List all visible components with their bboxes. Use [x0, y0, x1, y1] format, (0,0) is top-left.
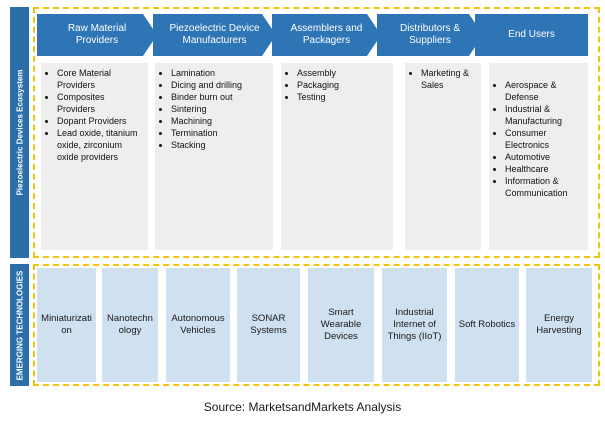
list-item: Industrial & Manufacturing: [505, 103, 584, 127]
stage-box-end-users: Aerospace & Defense Industrial & Manufac…: [489, 63, 588, 250]
stage-box-distributors: Marketing & Sales: [405, 63, 481, 250]
stage-box-device-manufacturers: Lamination Dicing and drilling Binder bu…: [155, 63, 273, 250]
tech-soft-robotics: Soft Robotics: [455, 268, 519, 382]
list-item: Sintering: [171, 103, 269, 115]
tech-nanotechnology: Nanotechnology: [102, 268, 158, 382]
tech-miniaturization: Miniaturization: [37, 268, 96, 382]
tech-smart-wearable-devices: Smart Wearable Devices: [308, 268, 374, 382]
tech-sonar-systems: SONAR Systems: [237, 268, 300, 382]
tech-iiot: Industrial Internet of Things (IIoT): [382, 268, 447, 382]
emerging-tech-sidebar: EMERGING TECHNOLOGIES: [10, 264, 29, 386]
list-item: Lead oxide, titanium oxide, zirconium ox…: [57, 127, 144, 163]
stage-header-assemblers: Assemblers and Packagers: [272, 14, 381, 56]
list-item: Assembly: [297, 67, 389, 79]
list-item: Consumer Electronics: [505, 127, 584, 151]
list-item: Machining: [171, 115, 269, 127]
stage-header-raw-material: Raw Material Providers: [37, 14, 157, 56]
list-item: Binder burn out: [171, 91, 269, 103]
stage-header-device-manufacturers: Piezoelectric Device Manufacturers: [153, 14, 276, 56]
list-item: Marketing & Sales: [421, 67, 477, 91]
list-item: Core Material Providers: [57, 67, 144, 91]
list-item: Lamination: [171, 67, 269, 79]
source-caption: Source: MarketsandMarkets Analysis: [203, 400, 402, 414]
list-item: Aerospace & Defense: [505, 79, 584, 103]
list-item: Information & Communication: [505, 175, 584, 199]
list-item: Testing: [297, 91, 389, 103]
ecosystem-sidebar: Piezoelectric Devices Ecosystem: [10, 7, 29, 258]
stage-header-end-users: End Users: [475, 14, 588, 56]
list-item: Automotive: [505, 151, 584, 163]
list-item: Dicing and drilling: [171, 79, 269, 91]
list-item: Termination: [171, 127, 269, 139]
list-item: Composites Providers: [57, 91, 144, 115]
list-item: Stacking: [171, 139, 269, 151]
ecosystem-panel: [33, 7, 600, 258]
stage-header-distributors: Distributors & Suppliers: [377, 14, 483, 56]
tech-energy-harvesting: Energy Harvesting: [526, 268, 592, 382]
tech-autonomous-vehicles: Autonomous Vehicles: [166, 268, 230, 382]
ecosystem-sidebar-label: Piezoelectric Devices Ecosystem: [15, 69, 25, 196]
emerging-tech-sidebar-label: EMERGING TECHNOLOGIES: [15, 270, 25, 380]
list-item: Dopant Providers: [57, 115, 144, 127]
stage-box-raw-material: Core Material Providers Composites Provi…: [41, 63, 148, 250]
list-item: Packaging: [297, 79, 389, 91]
list-item: Healthcare: [505, 163, 584, 175]
stage-box-assemblers: Assembly Packaging Testing: [281, 63, 393, 250]
emerging-tech-panel: [33, 264, 600, 386]
